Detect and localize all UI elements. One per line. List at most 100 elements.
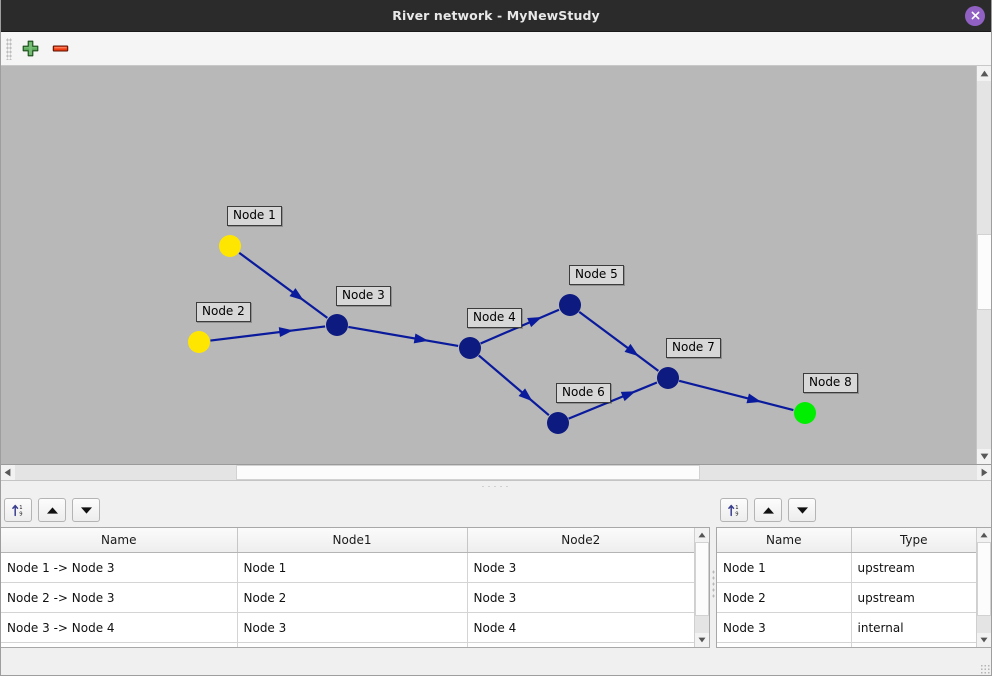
window-resize-grip[interactable] xyxy=(980,664,990,674)
river-network-canvas[interactable]: Node 1 Node 2 Node 3 Node 4 Node 5 Node 6 Node… xyxy=(0,66,992,465)
graph-node[interactable] xyxy=(188,331,210,353)
table-cell[interactable]: upstream xyxy=(851,582,976,613)
column-header[interactable]: Type xyxy=(851,528,976,553)
branch-scroll-up-icon[interactable] xyxy=(695,528,709,542)
graph-node-label[interactable]: Node 8 xyxy=(803,373,858,393)
graph-node[interactable] xyxy=(547,412,569,434)
column-header[interactable]: Name xyxy=(1,528,238,553)
graph-edge[interactable] xyxy=(678,379,794,412)
column-header[interactable]: Name xyxy=(717,528,852,553)
graph-node-label[interactable]: Node 2 xyxy=(196,302,251,322)
table-cell[interactable]: Node 2 xyxy=(237,582,468,613)
scroll-up-icon[interactable] xyxy=(977,66,992,81)
graph-edge[interactable] xyxy=(348,325,459,348)
table-cell[interactable]: Node 2 -> Node 3 xyxy=(1,582,238,613)
table-cell[interactable]: Node 3 xyxy=(717,612,852,643)
sort-nodes-button[interactable]: 1 9 xyxy=(720,498,748,522)
table-cell[interactable]: Node 1 xyxy=(237,552,468,583)
table-cell[interactable]: internal xyxy=(851,612,976,643)
node-table-vertical-scrollbar[interactable] xyxy=(976,528,991,647)
table-cell[interactable]: Node 2 xyxy=(717,582,852,613)
table-cell[interactable]: Node 3 xyxy=(237,612,468,643)
graph-node[interactable] xyxy=(794,402,816,424)
hscroll-thumb[interactable] xyxy=(236,465,700,480)
scroll-down-icon[interactable] xyxy=(977,449,992,464)
green-plus-icon xyxy=(22,40,38,57)
triangle-down-icon xyxy=(80,506,92,514)
table-cell[interactable]: Node 4 xyxy=(237,642,468,647)
close-icon[interactable] xyxy=(965,5,985,26)
node-scroll-up-icon[interactable] xyxy=(977,528,991,542)
table-cell[interactable]: Node 4 xyxy=(467,612,694,643)
node-vscroll-thumb[interactable] xyxy=(977,542,991,616)
graph-node-label[interactable]: Node 7 xyxy=(666,338,721,358)
graph-node-label[interactable]: Node 4 xyxy=(467,308,522,328)
graph-edge[interactable] xyxy=(568,381,658,420)
move-node-down-button[interactable] xyxy=(788,498,816,522)
vscroll-thumb[interactable] xyxy=(977,234,992,310)
table-cell[interactable]: upstream xyxy=(851,552,976,583)
graph-node[interactable] xyxy=(459,337,481,359)
table-cell[interactable]: Node 4 -> Node 5 xyxy=(1,642,238,647)
graph-node[interactable] xyxy=(559,294,581,316)
graph-edge[interactable] xyxy=(578,310,660,372)
move-branch-down-button[interactable] xyxy=(72,498,100,522)
sort-branches-button[interactable]: 1 9 xyxy=(4,498,32,522)
canvas-vertical-scrollbar[interactable] xyxy=(976,66,992,464)
graph-edge[interactable] xyxy=(210,325,326,342)
table-cell[interactable]: Node 1 xyxy=(717,552,852,583)
network-graph[interactable] xyxy=(0,66,975,464)
table-cell[interactable]: Node 3 xyxy=(467,552,694,583)
table-row[interactable]: Node 4internal xyxy=(717,642,976,647)
move-node-up-button[interactable] xyxy=(754,498,782,522)
table-cell[interactable]: Node 3 -> Node 4 xyxy=(1,612,238,643)
canvas-horizontal-scrollbar[interactable] xyxy=(0,465,992,481)
table-cell[interactable]: Node 1 -> Node 3 xyxy=(1,552,238,583)
branch-scroll-down-icon[interactable] xyxy=(695,633,709,647)
remove-node-button[interactable] xyxy=(45,35,75,63)
table-cell[interactable]: Node 3 xyxy=(467,582,694,613)
horizontal-splitter[interactable] xyxy=(0,481,992,492)
column-header[interactable]: Node1 xyxy=(237,528,468,553)
scroll-right-icon[interactable] xyxy=(977,465,992,480)
add-node-button[interactable] xyxy=(15,35,45,63)
graph-node-label[interactable]: Node 1 xyxy=(227,206,282,226)
graph-node[interactable] xyxy=(326,314,348,336)
table-cell[interactable]: internal xyxy=(851,642,976,647)
branch-table-vertical-scrollbar[interactable] xyxy=(694,528,709,647)
toolbar-drag-handle[interactable] xyxy=(6,37,12,60)
graph-node[interactable] xyxy=(657,367,679,389)
graph-node-label[interactable]: Node 3 xyxy=(336,286,391,306)
graph-node[interactable] xyxy=(219,235,241,257)
graph-node-label[interactable]: Node 6 xyxy=(556,383,611,403)
vertical-splitter[interactable] xyxy=(710,492,716,676)
node-scroll-down-icon[interactable] xyxy=(977,633,991,647)
graph-edge[interactable] xyxy=(238,251,328,319)
column-header[interactable]: Node2 xyxy=(467,528,694,553)
scroll-left-icon[interactable] xyxy=(0,465,15,480)
move-branch-up-button[interactable] xyxy=(38,498,66,522)
window-title: River network - MyNewStudy xyxy=(392,8,600,23)
table-cell[interactable]: Node 4 xyxy=(717,642,852,647)
graph-edge[interactable] xyxy=(478,354,550,417)
branch-vscroll-thumb[interactable] xyxy=(695,542,709,616)
graph-node-label[interactable]: Node 5 xyxy=(569,265,624,285)
table-cell[interactable]: Node 5 xyxy=(467,642,694,647)
